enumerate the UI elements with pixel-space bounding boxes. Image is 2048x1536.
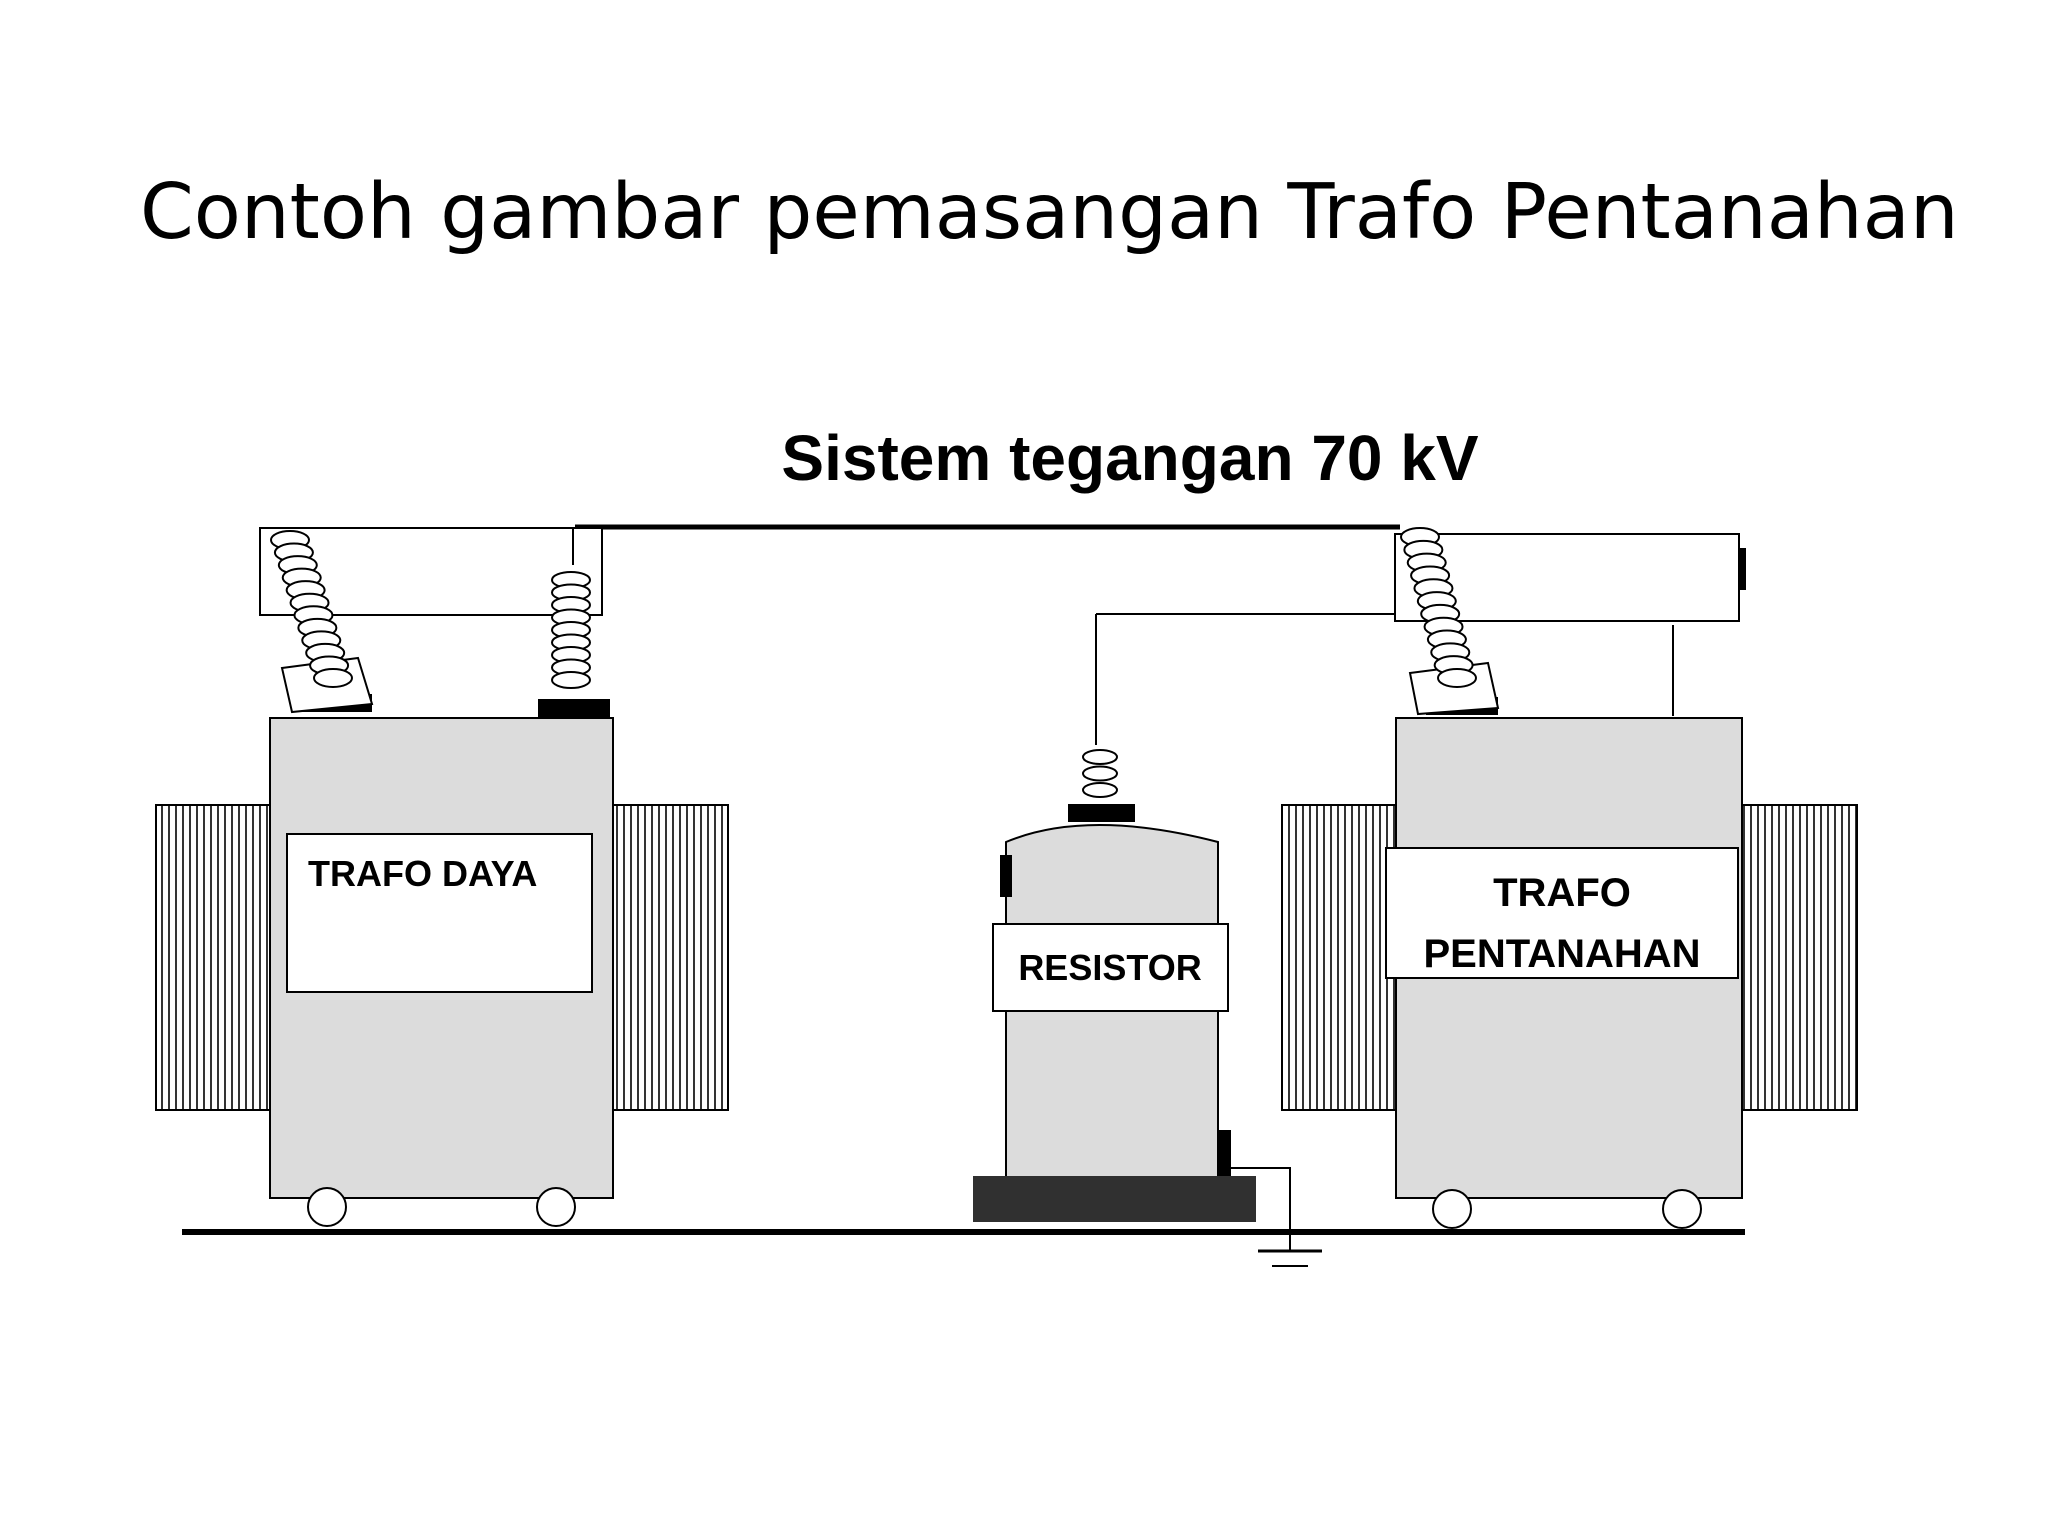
wheel-left [1432,1189,1472,1229]
left-radiator [1281,804,1398,1111]
nameplate-label: TRAFO DAYA [308,853,537,894]
resistor-bushing-base [1068,804,1135,822]
insulator-disc [313,668,353,688]
left-bushing [270,530,353,688]
grounding-transformer: TRAFO PENTANAHAN [1281,527,1858,1229]
bushing-base-right [538,699,610,717]
nameplate [1385,847,1739,979]
right-bushing [551,571,591,689]
resistor-label: RESISTOR [1018,947,1201,988]
resistor-side-tab [1000,855,1012,897]
slide-title: Contoh gambar pemasangan Trafo Pentanaha… [140,168,1959,257]
resistor-nameplate [992,923,1229,1012]
resistor-ground-terminal [1217,1130,1231,1176]
insulator-disc [1082,782,1118,798]
resistor-base [973,1176,1256,1222]
right-radiator [1741,804,1858,1111]
system-voltage-label: Sistem tegangan 70 kV [781,422,1478,494]
connection-box-tab [1738,548,1746,590]
nameplate-label-line2: PENTANAHAN [1423,932,1700,976]
wheel-right [1662,1189,1702,1229]
bushing [1400,527,1477,688]
insulator-disc [551,671,591,689]
nameplate-label-line1: TRAFO [1493,871,1631,915]
nameplate [286,833,593,993]
wheel-left [307,1187,347,1227]
resistor-bushing [1082,749,1118,798]
insulator-disc [1437,668,1477,688]
left-radiator [155,804,272,1111]
wheel-right [536,1187,576,1227]
power-transformer: TRAFO DAYA [155,527,729,1227]
resistor-unit: RESISTOR [973,613,1395,1267]
insulator-disc [1082,749,1118,765]
insulator-disc [1082,765,1118,782]
ground-wire [1231,1167,1291,1250]
right-radiator [612,804,729,1111]
